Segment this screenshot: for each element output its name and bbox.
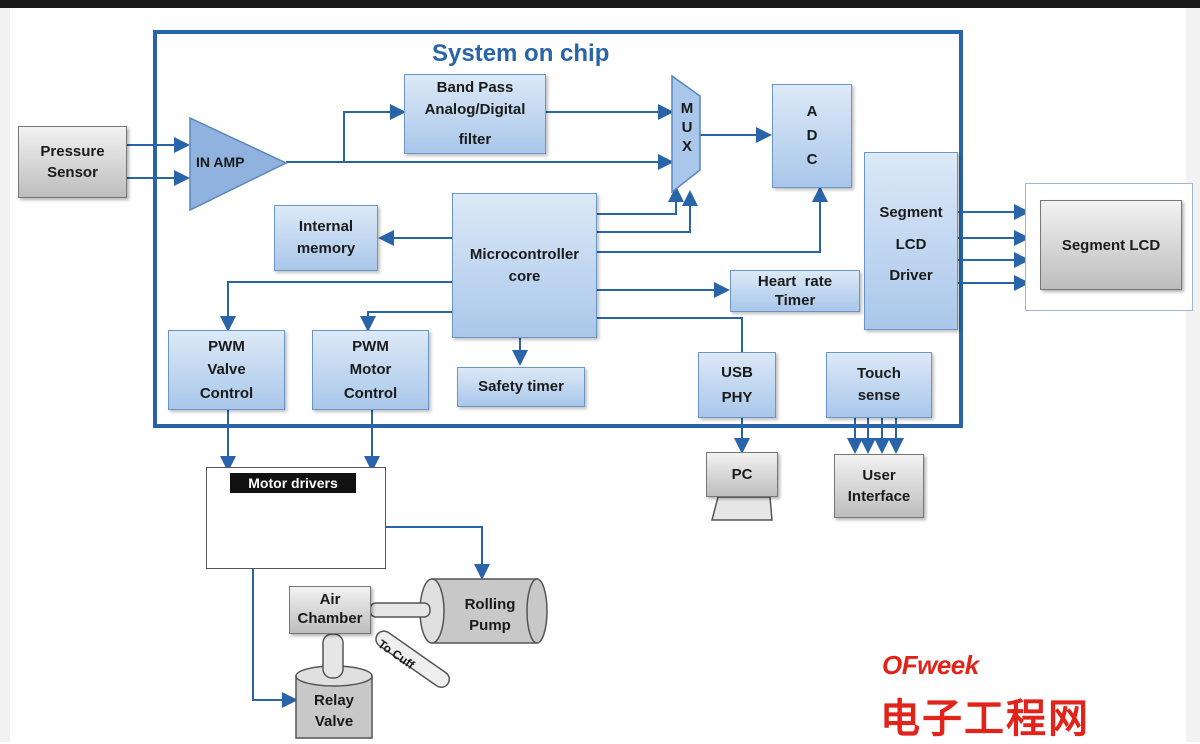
pc-monitor: PC [706,452,778,497]
mux-letter-u: U [678,119,696,138]
air-chamber-block: Air Chamber [289,586,371,634]
bandpass-filter-block: Band Pass Analog/Digital filter [404,74,546,154]
heart-rate-line2: Timer [775,291,816,311]
motor-drivers-label: Motor drivers [230,473,356,493]
in-amp-label: IN AMP [196,153,244,173]
usb-phy-block: USB PHY [698,352,776,418]
pwm-motor-control-block: PWM Motor Control [312,330,429,410]
ofweek-site-name: 电子工程网 [880,686,1090,744]
adc-letter-c: C [807,148,818,172]
bandpass-line1: Band Pass [437,77,514,99]
relay-valve-line1: Relay [298,690,370,711]
pwm-motor-line1: PWM [352,335,389,358]
adc-letter-d: D [807,124,818,148]
mux-letter-m: M [678,100,696,119]
segment-lcd-driver-block: Segment LCD Driver [864,152,958,330]
air-chamber-line2: Chamber [297,610,362,629]
user-interface-block: User Interface [834,454,924,518]
pressure-sensor-block: Pressure Sensor [18,126,127,198]
safety-timer-block: Safety timer [457,367,585,407]
pwm-valve-control-block: PWM Valve Control [168,330,285,410]
adc-block: A D C [772,84,852,188]
internal-memory-line2: memory [297,238,355,260]
mcu-line2: core [509,266,541,288]
touch-line1: Touch [857,363,901,385]
pressure-sensor-line2: Sensor [47,162,98,183]
touch-sense-block: Touch sense [826,352,932,418]
seg-driver-line3: Driver [889,260,932,292]
usb-line2: PHY [722,385,753,411]
segment-lcd-display: Segment LCD [1040,200,1182,290]
pc-label: PC [732,464,753,485]
user-interface-line1: User [862,465,895,486]
relay-valve-label: Relay Valve [298,690,370,732]
touch-line2: sense [858,385,901,407]
microcontroller-core-block: Microcontroller core [452,193,597,338]
pwm-motor-line3: Control [344,382,397,405]
internal-memory-block: Internal memory [274,205,378,271]
internal-memory-line1: Internal [299,216,353,238]
mcu-line1: Microcontroller [470,244,579,266]
pwm-motor-line2: Motor [350,358,392,381]
rolling-pump-line1: Rolling [450,594,530,615]
adc-letter-a: A [807,100,818,124]
seg-driver-line1: Segment [879,197,942,229]
ofweek-logo: OFweek [882,650,979,681]
heart-rate-line1: Heart rate [758,272,832,292]
heart-rate-timer-block: Heart rate Timer [730,270,860,312]
mux-label: M U X [678,100,696,156]
rolling-pump-line2: Pump [450,615,530,636]
relay-valve-line2: Valve [298,711,370,732]
pwm-valve-line1: PWM [208,335,245,358]
bandpass-line3: filter [459,129,492,151]
bandpass-line2: Analog/Digital [425,99,526,121]
user-interface-line2: Interface [848,486,911,507]
mux-letter-x: X [678,138,696,157]
pressure-sensor-line1: Pressure [40,141,104,162]
safety-timer-label: Safety timer [478,376,564,398]
seg-driver-line2: LCD [896,229,927,261]
pwm-valve-line3: Control [200,382,253,405]
air-chamber-line1: Air [320,591,341,610]
pwm-valve-line2: Valve [207,358,245,381]
segment-lcd-label: Segment LCD [1062,235,1160,256]
usb-line1: USB [721,360,753,386]
rolling-pump-label: Rolling Pump [450,594,530,636]
soc-title: System on chip [432,40,609,68]
